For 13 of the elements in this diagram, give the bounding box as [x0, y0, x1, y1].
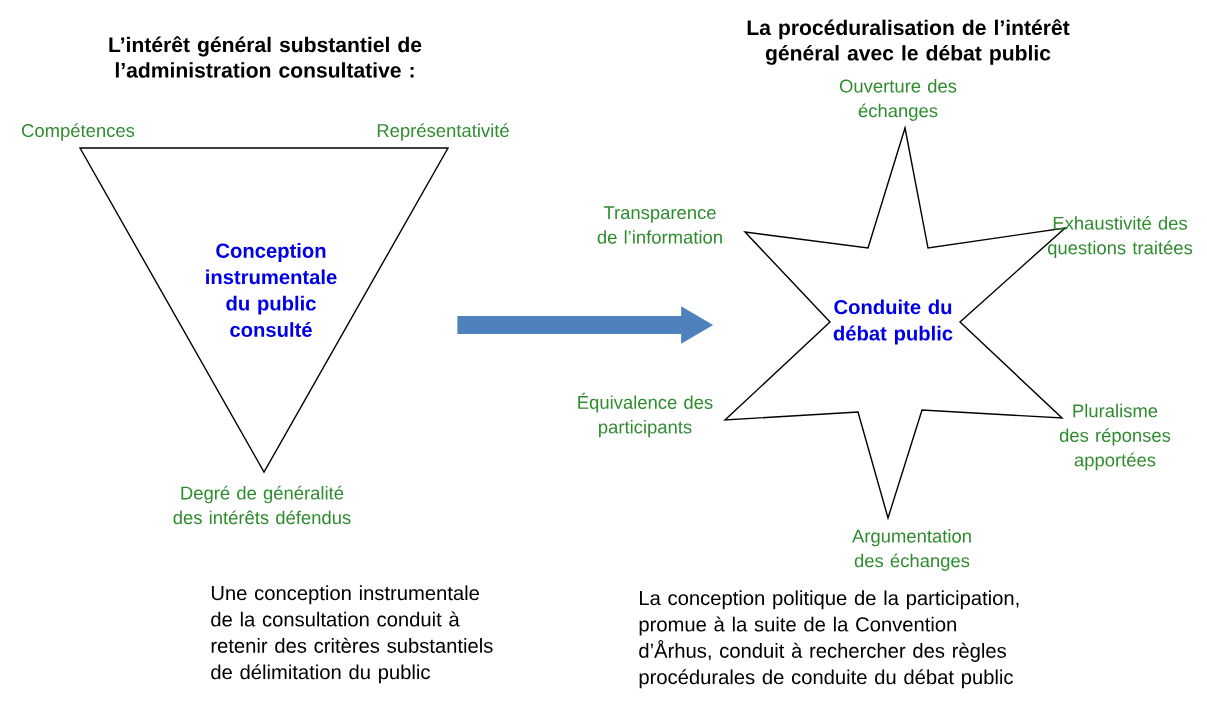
point-label: Transparence de l’information — [597, 206, 722, 244]
corner-label: Degré de généralité des intérêts défendus — [173, 485, 351, 525]
corner-label: Représentativité — [377, 123, 509, 141]
heading: La procéduralisation de l’intérêt général avec le débat public — [747, 19, 1070, 65]
heading: L’intérêt général substantiel de l’administration consultative : — [109, 36, 422, 78]
paragraph: Une conception instrumentale de la consultation conduit à retenir des critères substantiels de délimitation du public — [211, 585, 493, 684]
point-label: Ouverture des échanges — [839, 79, 957, 121]
point-label: Pluralisme des réponses apportées — [1059, 403, 1171, 471]
paragraph: La conception politique de la participation, promue à la suite de la Convention d’Århus, conduit à rechercher des règles procédurales de conduite du débat public — [639, 590, 1019, 689]
corner-label: Compétences — [22, 123, 135, 141]
point-label: Exhaustivité des questions traitées — [1047, 216, 1193, 258]
point-label: Équivalence des participants — [578, 392, 713, 438]
point-label: Argumentation des échanges — [852, 529, 971, 571]
